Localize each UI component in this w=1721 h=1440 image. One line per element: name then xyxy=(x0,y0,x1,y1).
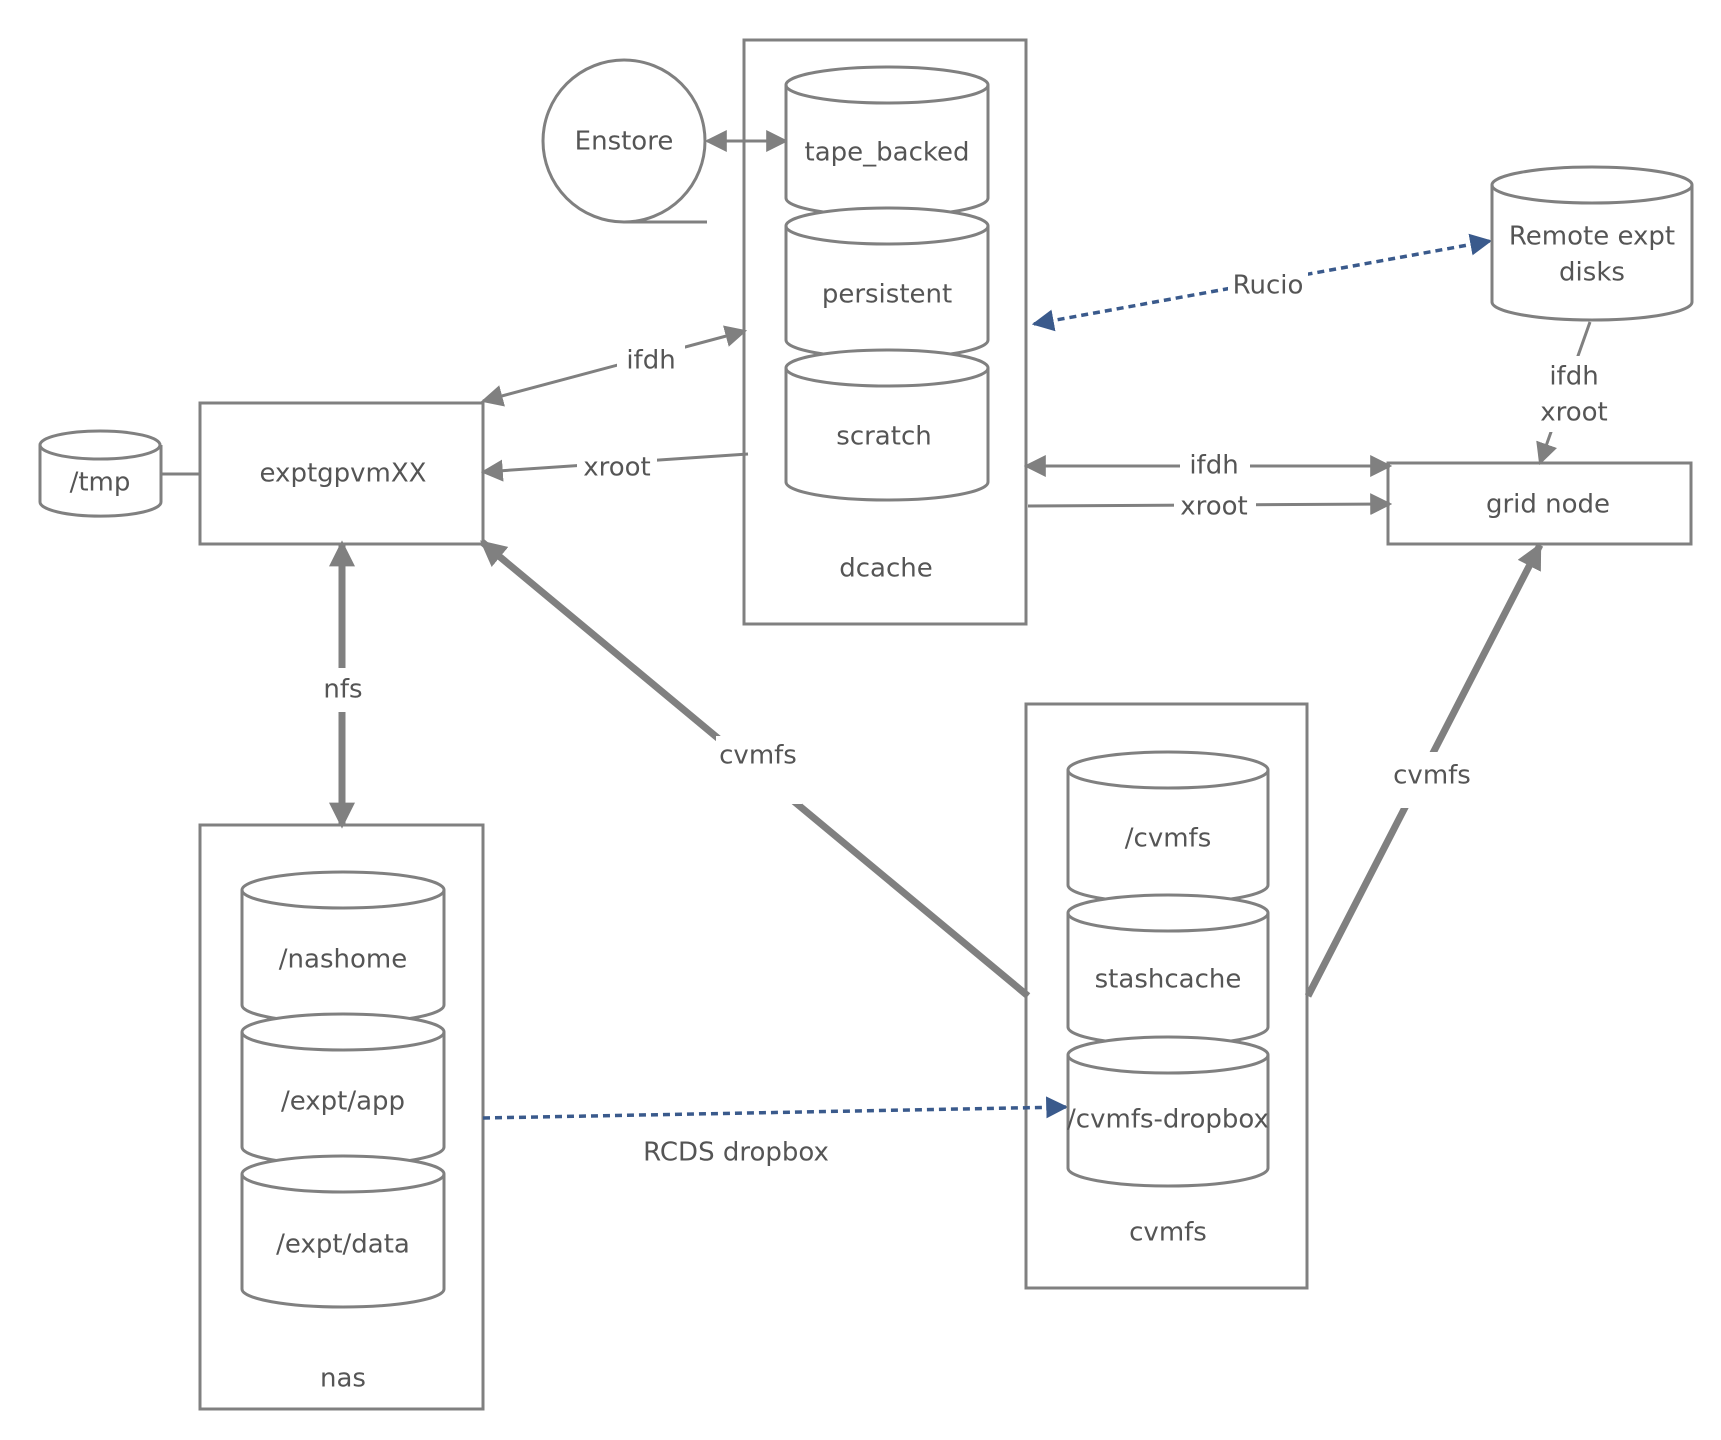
svg-text:stashcache: stashcache xyxy=(1095,965,1242,995)
stashcache-cylinder: stashcache xyxy=(1066,893,1270,1047)
remote-disks-cylinder: Remote expt disks xyxy=(1490,165,1694,322)
svg-text:Enstore: Enstore xyxy=(575,127,674,157)
svg-text:disks: disks xyxy=(1559,258,1625,288)
svg-text:persistent: persistent xyxy=(822,280,952,310)
cvmfs-dir-cylinder: /cvmfs xyxy=(1066,750,1270,905)
remote-xroot-label: xroot xyxy=(1540,398,1608,428)
expt-app-cylinder: /expt/app xyxy=(240,1012,446,1167)
tmp-cylinder: /tmp xyxy=(38,429,163,518)
svg-text:/cvmfs: /cvmfs xyxy=(1125,824,1211,854)
remote-ifdh-label: ifdh xyxy=(1549,362,1598,392)
dcache-label: dcache xyxy=(839,554,933,584)
cvmfs-vm-label: cvmfs xyxy=(719,741,797,771)
nfs-label: nfs xyxy=(323,675,362,705)
ifdh-vm-label: ifdh xyxy=(626,346,675,376)
svg-text:/nashome: /nashome xyxy=(279,945,407,975)
svg-text:/expt/app: /expt/app xyxy=(281,1087,405,1117)
svg-text:/tmp: /tmp xyxy=(70,468,131,498)
cvmfs-grid-label: cvmfs xyxy=(1393,761,1471,791)
grid-node-label: grid node xyxy=(1486,490,1610,520)
rucio-label: Rucio xyxy=(1233,271,1304,301)
cvmfs-dropbox-cylinder: /cvmfs-dropbox xyxy=(1066,1035,1270,1188)
tape-backed-cylinder: tape_backed xyxy=(784,65,990,218)
nas-label: nas xyxy=(320,1364,366,1394)
scratch-cylinder: scratch xyxy=(784,348,990,502)
xroot-vm-label: xroot xyxy=(583,453,651,483)
ifdh-grid-label: ifdh xyxy=(1189,451,1238,481)
xroot-grid-label: xroot xyxy=(1180,492,1248,522)
svg-text:/cvmfs-dropbox: /cvmfs-dropbox xyxy=(1067,1105,1269,1135)
svg-text:Remote expt: Remote expt xyxy=(1509,222,1675,252)
svg-text:scratch: scratch xyxy=(836,422,931,452)
cvmfs-box-label: cvmfs xyxy=(1129,1218,1207,1248)
ifdh-vm-arrow xyxy=(480,325,748,407)
enstore-node: Enstore xyxy=(541,58,707,224)
persistent-cylinder: persistent xyxy=(784,206,990,360)
exptgpvm-box xyxy=(198,401,485,546)
nashome-cylinder: /nashome xyxy=(240,870,446,1025)
svg-text:tape_backed: tape_backed xyxy=(805,138,970,168)
rcds-dropbox-label: RCDS dropbox xyxy=(643,1138,829,1168)
exptgpvm-label: exptgpvmXX xyxy=(260,459,427,489)
expt-data-cylinder: /expt/data xyxy=(240,1154,446,1309)
svg-text:/expt/data: /expt/data xyxy=(276,1230,410,1260)
rcds-dropbox-arrow xyxy=(482,1096,1069,1120)
